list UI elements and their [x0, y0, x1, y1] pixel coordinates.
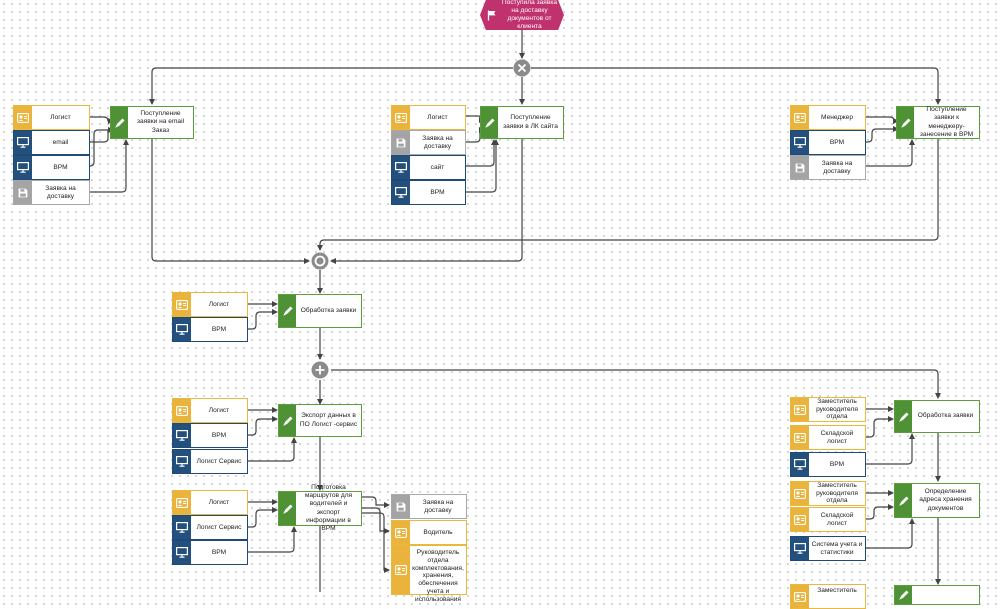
role-card-icon: [14, 106, 32, 129]
monitor-icon: [173, 318, 191, 341]
monitor-icon: [791, 537, 809, 560]
role-department-head[interactable]: Руководитель отдела комплектования, хран…: [391, 545, 467, 603]
role-logist[interactable]: Логист: [13, 105, 90, 130]
role-card-icon: [791, 508, 809, 531]
x-gateway-icon[interactable]: [513, 59, 531, 77]
system-accounting-statistics[interactable]: Система учета и статистики: [790, 536, 866, 561]
role-deputy-head[interactable]: Заместитель руководителя отдела: [790, 397, 866, 422]
pen-icon: [279, 492, 296, 525]
role-card-icon: [791, 482, 809, 505]
role-deputy[interactable]: Заместитель: [790, 584, 866, 609]
system-logist-service[interactable]: Логист Сервис: [172, 515, 248, 540]
system-vrm[interactable]: ВРМ: [790, 452, 866, 477]
circle-gateway-icon[interactable]: [311, 252, 329, 270]
monitor-icon: [14, 156, 32, 179]
save-icon: [791, 156, 809, 179]
monitor-icon: [14, 131, 32, 154]
task-manager-entry[interactable]: Поступление заявки к менеджеру-занесение…: [896, 106, 980, 139]
pen-icon: [895, 401, 912, 432]
document-request[interactable]: Заявка на доставку: [391, 130, 466, 155]
system-logist-service[interactable]: Логист Сервис: [172, 449, 248, 474]
pen-icon: [111, 107, 128, 138]
role-logist[interactable]: Логист: [172, 292, 248, 317]
system-vrm[interactable]: ВРМ: [391, 180, 466, 205]
role-card-icon: [392, 521, 410, 544]
pen-icon: [279, 405, 296, 436]
task-processing[interactable]: Обработка заявки: [278, 294, 362, 328]
pen-icon: [897, 107, 914, 138]
monitor-icon: [392, 156, 410, 179]
role-card-icon: [173, 293, 191, 316]
task-site-account[interactable]: Поступление заявки в ЛК сайта: [480, 106, 564, 139]
role-driver[interactable]: Водитель: [391, 520, 467, 545]
save-icon: [392, 131, 410, 154]
monitor-icon: [392, 181, 410, 204]
start-event[interactable]: Поступила заявка на доставку документов …: [480, 0, 564, 30]
task-storage-address[interactable]: Определение адреса хранения документов: [894, 483, 980, 518]
document-request[interactable]: Заявка на доставку: [391, 494, 467, 519]
start-event-label: Поступила заявка на доставку документов …: [501, 0, 558, 31]
monitor-icon: [173, 516, 191, 539]
role-card-icon: [791, 426, 809, 449]
system-email[interactable]: email: [13, 130, 90, 155]
role-card-icon: [791, 585, 809, 608]
role-card-icon: [173, 491, 191, 514]
task-right-processing[interactable]: Обработка заявки: [894, 400, 980, 433]
task-export[interactable]: Экспорт данных в ПО Логист -сервис: [278, 404, 362, 437]
system-vrm[interactable]: ВРМ: [172, 423, 248, 448]
role-manager[interactable]: Менеджер: [790, 105, 866, 130]
role-card-icon: [392, 106, 410, 129]
system-vrm[interactable]: ВРМ: [13, 155, 90, 180]
system-site[interactable]: сайт: [391, 155, 466, 180]
monitor-icon: [173, 541, 191, 564]
monitor-icon: [173, 424, 191, 447]
task-email-order[interactable]: Поступление заявки на email Заказ: [110, 106, 194, 139]
pen-icon: [481, 107, 498, 138]
role-card-icon: [791, 106, 809, 129]
task-next[interactable]: [894, 585, 980, 605]
system-vrm[interactable]: ВРМ: [172, 540, 248, 565]
monitor-icon: [791, 453, 809, 476]
task-routes[interactable]: Подготовка маршрутов для водителей и экс…: [278, 484, 362, 532]
role-logist[interactable]: Логист: [172, 398, 248, 423]
pen-icon: [279, 295, 296, 327]
document-request[interactable]: Заявка на доставку: [790, 155, 866, 180]
save-icon: [392, 495, 410, 518]
system-vrm[interactable]: ВРМ: [172, 317, 248, 342]
pen-icon: [895, 586, 912, 604]
save-icon: [14, 181, 32, 204]
role-logist[interactable]: Логист: [172, 490, 248, 515]
document-request[interactable]: Заявка на доставку: [13, 180, 90, 205]
plus-gateway-icon[interactable]: [311, 361, 329, 379]
role-deputy-head[interactable]: Заместитель руководителя отдела: [790, 481, 866, 506]
role-card-icon: [173, 399, 191, 422]
role-warehouse-logist[interactable]: Складской логист: [790, 425, 866, 450]
system-vrm[interactable]: ВРМ: [790, 130, 866, 155]
role-warehouse-logist[interactable]: Складской логист: [790, 507, 866, 532]
monitor-icon: [173, 450, 191, 473]
flag-icon: [483, 10, 500, 21]
monitor-icon: [791, 131, 809, 154]
role-card-icon: [392, 546, 410, 594]
role-logist[interactable]: Логист: [391, 105, 466, 130]
role-card-icon: [791, 398, 809, 421]
pen-icon: [895, 484, 912, 517]
